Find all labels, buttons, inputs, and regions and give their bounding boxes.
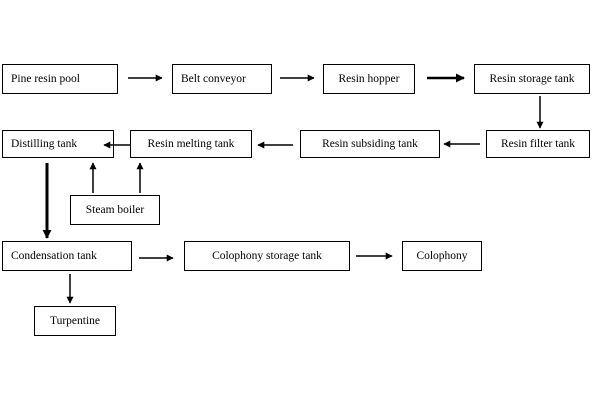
node-condensation-tank: Condensation tank [2,241,132,271]
node-pine-resin-pool: Pine resin pool [2,64,118,94]
node-colophony: Colophony [402,241,482,271]
node-resin-filter-tank: Resin filter tank [486,130,590,158]
node-resin-subsiding-tank: Resin subsiding tank [300,130,440,158]
node-resin-storage-tank: Resin storage tank [474,64,590,94]
node-resin-hopper: Resin hopper [323,64,415,94]
node-belt-conveyor: Belt conveyor [172,64,272,94]
node-turpentine: Turpentine [34,306,116,336]
node-resin-melting-tank: Resin melting tank [130,130,252,158]
node-steam-boiler: Steam boiler [70,195,160,225]
node-distilling-tank: Distilling tank [2,130,114,158]
node-colophony-storage-tank: Colophony storage tank [184,241,350,271]
